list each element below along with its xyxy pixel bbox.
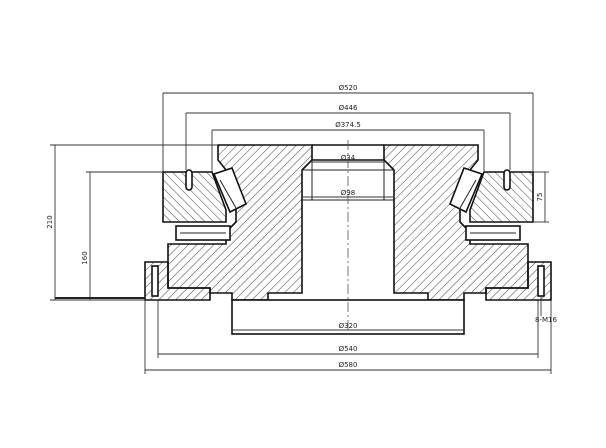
right-upper-roller-line	[459, 179, 477, 209]
label-d520: Ø520	[339, 84, 358, 92]
dimension-lines	[50, 92, 552, 374]
label-h210: 210	[46, 215, 54, 228]
label-holes: 8-M16	[535, 316, 557, 324]
right-flange-hole	[537, 265, 545, 297]
left-outer-ring	[162, 171, 227, 223]
label-d446: Ø446	[339, 104, 358, 112]
label-d320: Ø320	[339, 322, 358, 330]
tapered-rollers	[175, 167, 521, 241]
label-d98: Ø98	[341, 189, 355, 197]
right-bolt-slot	[503, 169, 511, 191]
label-d540: Ø540	[339, 345, 358, 353]
label-d374: Ø374.5	[335, 121, 361, 129]
right-outer-ring	[469, 171, 534, 223]
right-flange	[485, 261, 552, 301]
left-flange-hole	[151, 265, 159, 297]
left-bolt-slot	[185, 169, 193, 191]
left-upper-roller-line	[219, 179, 237, 209]
label-h75: 75	[536, 193, 544, 202]
label-h160: 160	[81, 251, 89, 264]
right-upper-roller	[448, 167, 484, 214]
dimension-labels: Ø520 Ø446 Ø374.5 Ø34 Ø98 Ø320 Ø540 Ø580 …	[46, 84, 557, 369]
label-d34: Ø34	[341, 154, 356, 162]
label-d580: Ø580	[339, 361, 358, 369]
outer-rings	[162, 169, 534, 223]
left-upper-roller	[212, 167, 248, 214]
